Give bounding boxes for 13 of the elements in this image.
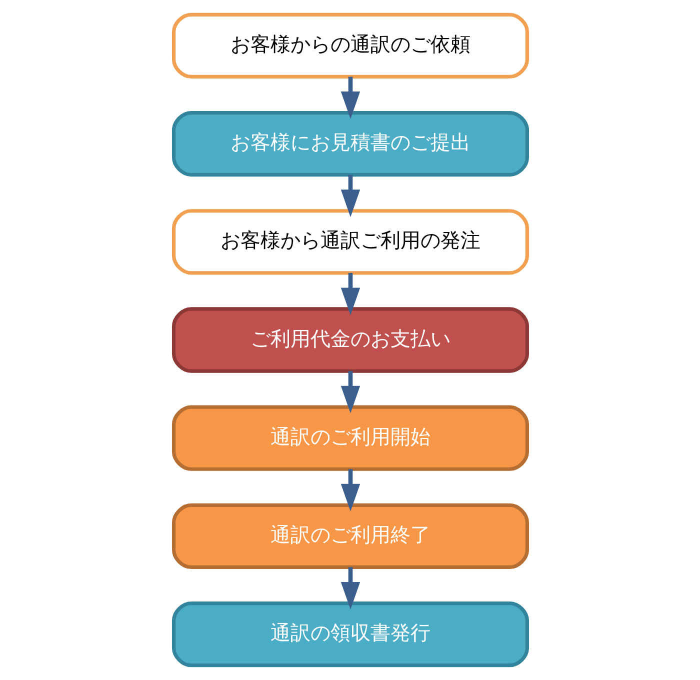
arrow [340, 272, 360, 316]
arrow [340, 567, 360, 610]
arrow [340, 174, 360, 218]
node-box: 通訳のご利用開始 [171, 405, 529, 471]
node-box: お客様から通訳ご利用の発注 [171, 209, 529, 275]
node-box: お客様からの通訳のご依頼 [171, 12, 529, 79]
arrow [340, 76, 360, 119]
arrow [340, 469, 360, 512]
node-box: 通訳の領収書発行 [171, 601, 529, 668]
node-box: ご利用代金のお支払い [171, 307, 529, 373]
node-box: お客様にお見積書のご提出 [171, 110, 529, 177]
node-box: 通訳のご利用終了 [171, 503, 529, 570]
arrow [340, 371, 360, 414]
